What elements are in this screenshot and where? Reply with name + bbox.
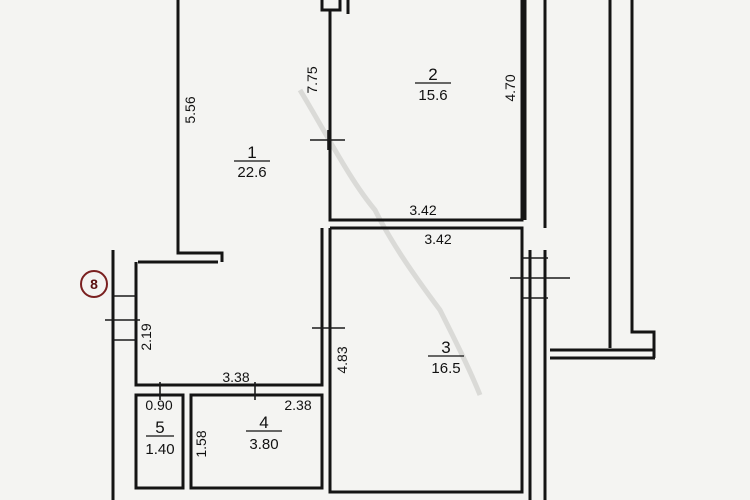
- wall-right-column: [523, 0, 547, 228]
- dim-room5-top: 0.90: [145, 397, 172, 413]
- wall-room3: [328, 226, 524, 494]
- paper-crease: [297, 88, 483, 396]
- window-room3: [510, 257, 570, 299]
- room-3-area: 16.5: [431, 360, 460, 377]
- room-1-number: 1: [247, 143, 256, 162]
- room-5-number: 5: [155, 418, 164, 437]
- wall-far-right: [608, 0, 656, 358]
- room-2-number: 2: [428, 65, 437, 84]
- opening-ticks: [159, 382, 256, 400]
- dim-room1-right: 7.75: [304, 66, 320, 93]
- dim-room2-right: 4.70: [502, 74, 518, 101]
- wall-top-notch: [320, 0, 342, 12]
- room-5-label: 5 1.40: [145, 418, 174, 458]
- dimension-labels: 5.56 7.75 4.70 3.42 3.42 4.83 2.19 3.38 …: [138, 66, 518, 457]
- wall-right-lower: [528, 250, 547, 500]
- marker-circle: [80, 270, 108, 298]
- room-1-area: 22.6: [237, 164, 266, 181]
- wall-corridor-top: [111, 250, 218, 500]
- room-3-number: 3: [441, 338, 450, 357]
- room-3-label: 3 16.5: [428, 338, 464, 377]
- marker-label: 8: [90, 276, 98, 292]
- room-4-area: 3.80: [249, 436, 278, 453]
- room-5-area: 1.40: [145, 441, 174, 458]
- dim-room3-top: 3.42: [424, 231, 451, 247]
- details: [105, 130, 570, 400]
- room-4-label: 4 3.80: [246, 413, 282, 453]
- wall-room2: [328, 0, 524, 222]
- wall-room1-left: [176, 0, 224, 262]
- dim-room1-side: 5.56: [182, 96, 198, 123]
- dim-corridor-bottom: 3.38: [222, 369, 249, 385]
- marker-8: 8: [80, 270, 108, 298]
- walls: [111, 0, 656, 500]
- dim-corridor-left: 2.19: [138, 323, 154, 350]
- dim-room4-top: 2.38: [284, 397, 311, 413]
- room-4-number: 4: [259, 413, 268, 432]
- wall-corridor: [134, 228, 324, 387]
- dim-room2-bottom: 3.42: [409, 202, 436, 218]
- dim-room4-left: 1.58: [193, 430, 209, 457]
- room-2-label: 2 15.6: [415, 65, 451, 104]
- wall-room4: [189, 393, 324, 490]
- wall-room5: [134, 393, 185, 490]
- door-frame-entry: [113, 295, 136, 341]
- room-1-label: 1 22.6: [234, 143, 270, 181]
- dim-room3-left: 4.83: [334, 346, 350, 373]
- room-2-area: 15.6: [418, 87, 447, 104]
- wall-balcony: [550, 348, 655, 360]
